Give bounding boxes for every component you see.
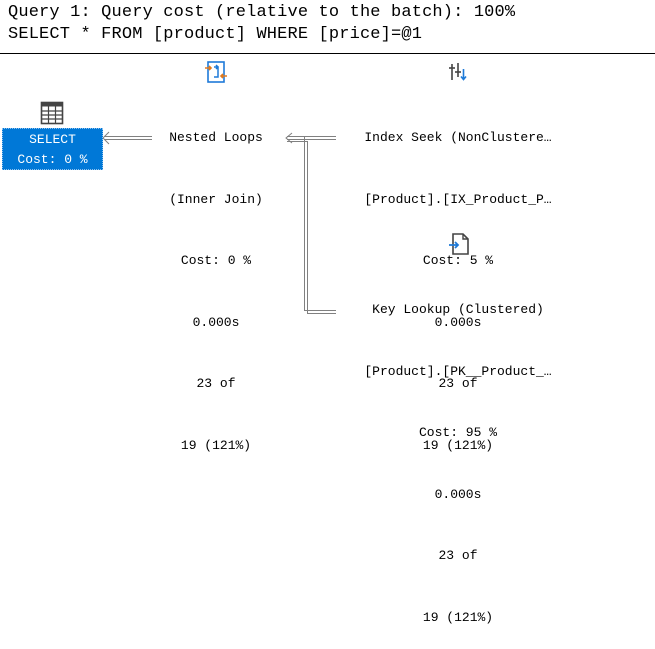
header-divider [0, 53, 655, 54]
select-operator[interactable]: SELECT Cost: 0 % [2, 128, 103, 170]
key-lookup-title: Key Lookup (Clustered) [372, 302, 544, 317]
index-seek-time: 0.000s [434, 314, 482, 330]
index-seek-rows-actual: 23 of [438, 376, 478, 391]
key-lookup-rows-estimated: 19 (121%) [422, 609, 494, 625]
index-seek-object: [Product].[IX_Product_P… [364, 191, 552, 207]
key-lookup-operator[interactable]: Key Lookup (Clustered) [Product].[PK__Pr… [332, 259, 584, 649]
select-label: SELECT [29, 132, 76, 147]
key-lookup-rows-actual: 23 of [438, 548, 478, 563]
key-lookup-object: [Product].[PK__Product_… [364, 363, 552, 379]
nested-loops-operator[interactable]: Nested Loops (Inner Join) Cost: 0 % 0.00… [132, 87, 300, 477]
nested-loops-subtitle: (Inner Join) [169, 191, 263, 207]
key-lookup-cost: Cost: 95 % [418, 425, 497, 440]
select-cost: Cost: 0 % [17, 152, 88, 167]
nested-loops-icon[interactable] [204, 60, 228, 89]
nested-loops-rows-estimated: 19 (121%) [180, 437, 252, 453]
plan-connectors [102, 131, 336, 314]
nested-loops-cost: Cost: 0 % [180, 253, 252, 268]
result-grid-icon[interactable] [40, 101, 64, 130]
nested-loops-time: 0.000s [192, 314, 240, 330]
nested-loops-rows-actual: 23 of [196, 376, 236, 391]
index-seek-title: Index Seek (NonClustere… [364, 130, 552, 145]
nested-loops-title: Nested Loops [169, 130, 263, 145]
query-sql-text: SELECT * FROM [product] WHERE [price]=@1 [8, 25, 423, 44]
key-lookup-time: 0.000s [434, 486, 482, 502]
index-seek-icon[interactable] [446, 60, 470, 89]
query-cost-header: Query 1: Query cost (relative to the bat… [8, 3, 516, 22]
key-lookup-icon[interactable] [447, 232, 471, 261]
index-seek-cost: Cost: 5 % [422, 253, 494, 268]
